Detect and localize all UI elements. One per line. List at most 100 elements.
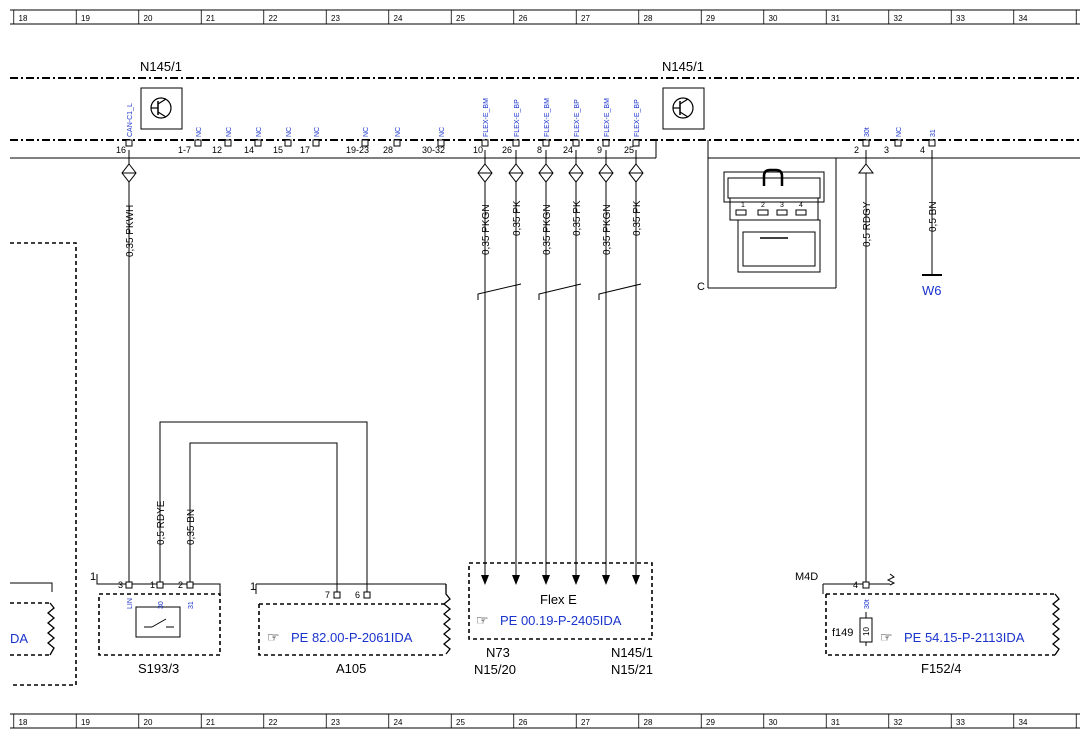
switch-icon — [144, 618, 174, 628]
connector-pin — [894, 139, 902, 147]
connector-pin — [928, 139, 936, 147]
pin-number: 25 — [624, 145, 634, 155]
connector-pin — [186, 581, 194, 589]
pin-number: 30-32 — [422, 145, 445, 155]
f152-pin-sig: 30t — [864, 599, 871, 609]
connector-pin — [393, 139, 401, 147]
pin-signal: NC — [226, 127, 233, 137]
pin-signal: FLEX-E_BP — [634, 99, 641, 137]
connector-pin — [632, 139, 640, 147]
pin-signal: FLEX-E_BM — [544, 98, 551, 137]
pin-signal: NC — [286, 127, 293, 137]
flex-e-title: Flex E — [540, 592, 577, 607]
wire-label: 0,35 PKGN — [542, 204, 553, 255]
fuse-icon — [859, 617, 873, 643]
connector-pin — [602, 139, 610, 147]
pin-number: 3 — [118, 580, 123, 590]
grid-number: 23 — [331, 718, 340, 727]
grid-number: 22 — [269, 718, 278, 727]
wire-label: 0,35 PKGN — [481, 204, 492, 255]
pin-signal: NC — [363, 127, 370, 137]
grid-number: 31 — [831, 718, 840, 727]
grid-number: 29 — [706, 718, 715, 727]
flex-dest-left-2: N15/20 — [474, 662, 516, 677]
grid-number: 24 — [394, 718, 403, 727]
connector-pin-label: 3 — [780, 202, 784, 209]
connector-pin — [572, 139, 580, 147]
wire-label: 0,35 PK — [572, 200, 583, 236]
connector-pin — [284, 139, 292, 147]
grid-number: 33 — [956, 718, 965, 727]
pin-number: 15 — [273, 145, 283, 155]
f152-component: M4D 4 30t 10 f149 ☞ PE 54.15-P-2113IDA F… — [795, 571, 1061, 676]
grid-number: 33 — [956, 14, 965, 23]
wire-label: 0,35 PKGN — [602, 204, 613, 255]
pin-signal: NC — [896, 127, 903, 137]
n145-left-connector: 16CAN-C1_L1-7NC12NC14NC15NC17NC19-23NC28… — [116, 98, 641, 155]
grid-number: 30 — [769, 14, 778, 23]
a105-name: A105 — [336, 661, 366, 676]
connector-c-label: C — [697, 281, 705, 293]
pin-signal: NC — [314, 127, 321, 137]
pin-number: 24 — [563, 145, 573, 155]
left-partial-ref: DA — [10, 631, 28, 646]
wires — [128, 150, 942, 592]
pin-number: 8 — [537, 145, 542, 155]
pin-signal: CAN-C1_L — [127, 103, 134, 137]
connector-pin — [254, 139, 262, 147]
grid-number: 30 — [769, 718, 778, 727]
flex-arrows — [481, 575, 640, 585]
grid-number: 20 — [144, 718, 153, 727]
connector-pin — [363, 591, 371, 599]
pin-number: 17 — [300, 145, 310, 155]
a105-ref-link[interactable]: PE 82.00-P-2061IDA — [291, 630, 413, 645]
connector-pin — [333, 591, 341, 599]
pin-signal: NC — [196, 127, 203, 137]
pin-signal: NC — [256, 127, 263, 137]
pin-number: 4 — [920, 145, 925, 155]
grid-number: 27 — [581, 718, 590, 727]
hand-pointer-icon: ☞ — [267, 629, 280, 645]
grid-number: 20 — [144, 14, 153, 23]
grid-number: 26 — [519, 718, 528, 727]
module-transistor-icon — [140, 87, 183, 130]
pin-number: 1 — [150, 580, 155, 590]
grid-number: 23 — [331, 14, 340, 23]
connector-pin — [542, 139, 550, 147]
connector-pin — [361, 139, 369, 147]
pin-number: 3 — [884, 145, 889, 155]
f152-name: F152/4 — [921, 661, 961, 676]
connector-pin-label: 1 — [741, 202, 745, 209]
connector-pin — [862, 139, 870, 147]
fuse-label: f149 — [832, 627, 853, 639]
wire-label: 0,35 PK — [512, 200, 523, 236]
s193-component: 1 S193/3 — [90, 571, 221, 676]
pin-number: 16 — [116, 145, 126, 155]
connector-plug-icon — [723, 168, 825, 273]
pin-signal: FLEX-E_BP — [514, 99, 521, 137]
grid-number: 21 — [206, 14, 215, 23]
twisted-pair-marks — [477, 283, 642, 300]
pin-number: 19-23 — [346, 145, 369, 155]
pin-number: 26 — [502, 145, 512, 155]
flex-e-ref-link[interactable]: PE 00.19-P-2405IDA — [500, 613, 622, 628]
wire-label: 0,5 BN — [928, 201, 939, 232]
f152-ref-link[interactable]: PE 54.15-P-2113IDA — [904, 630, 1025, 645]
connector-diamond-icons — [121, 163, 875, 183]
connector-pin — [481, 139, 489, 147]
grid-number: 26 — [519, 14, 528, 23]
hand-pointer-icon: ☞ — [880, 629, 893, 645]
fuse-value: 10 — [862, 627, 871, 636]
pin-signal: 31 — [930, 129, 937, 137]
grid-number: 18 — [19, 718, 28, 727]
grid-number: 19 — [81, 718, 90, 727]
grid-number: 19 — [81, 14, 90, 23]
module-transistor-icon — [662, 87, 705, 130]
flex-dest-left-1: N73 — [486, 645, 510, 660]
connector-pin-label: 2 — [761, 202, 765, 209]
